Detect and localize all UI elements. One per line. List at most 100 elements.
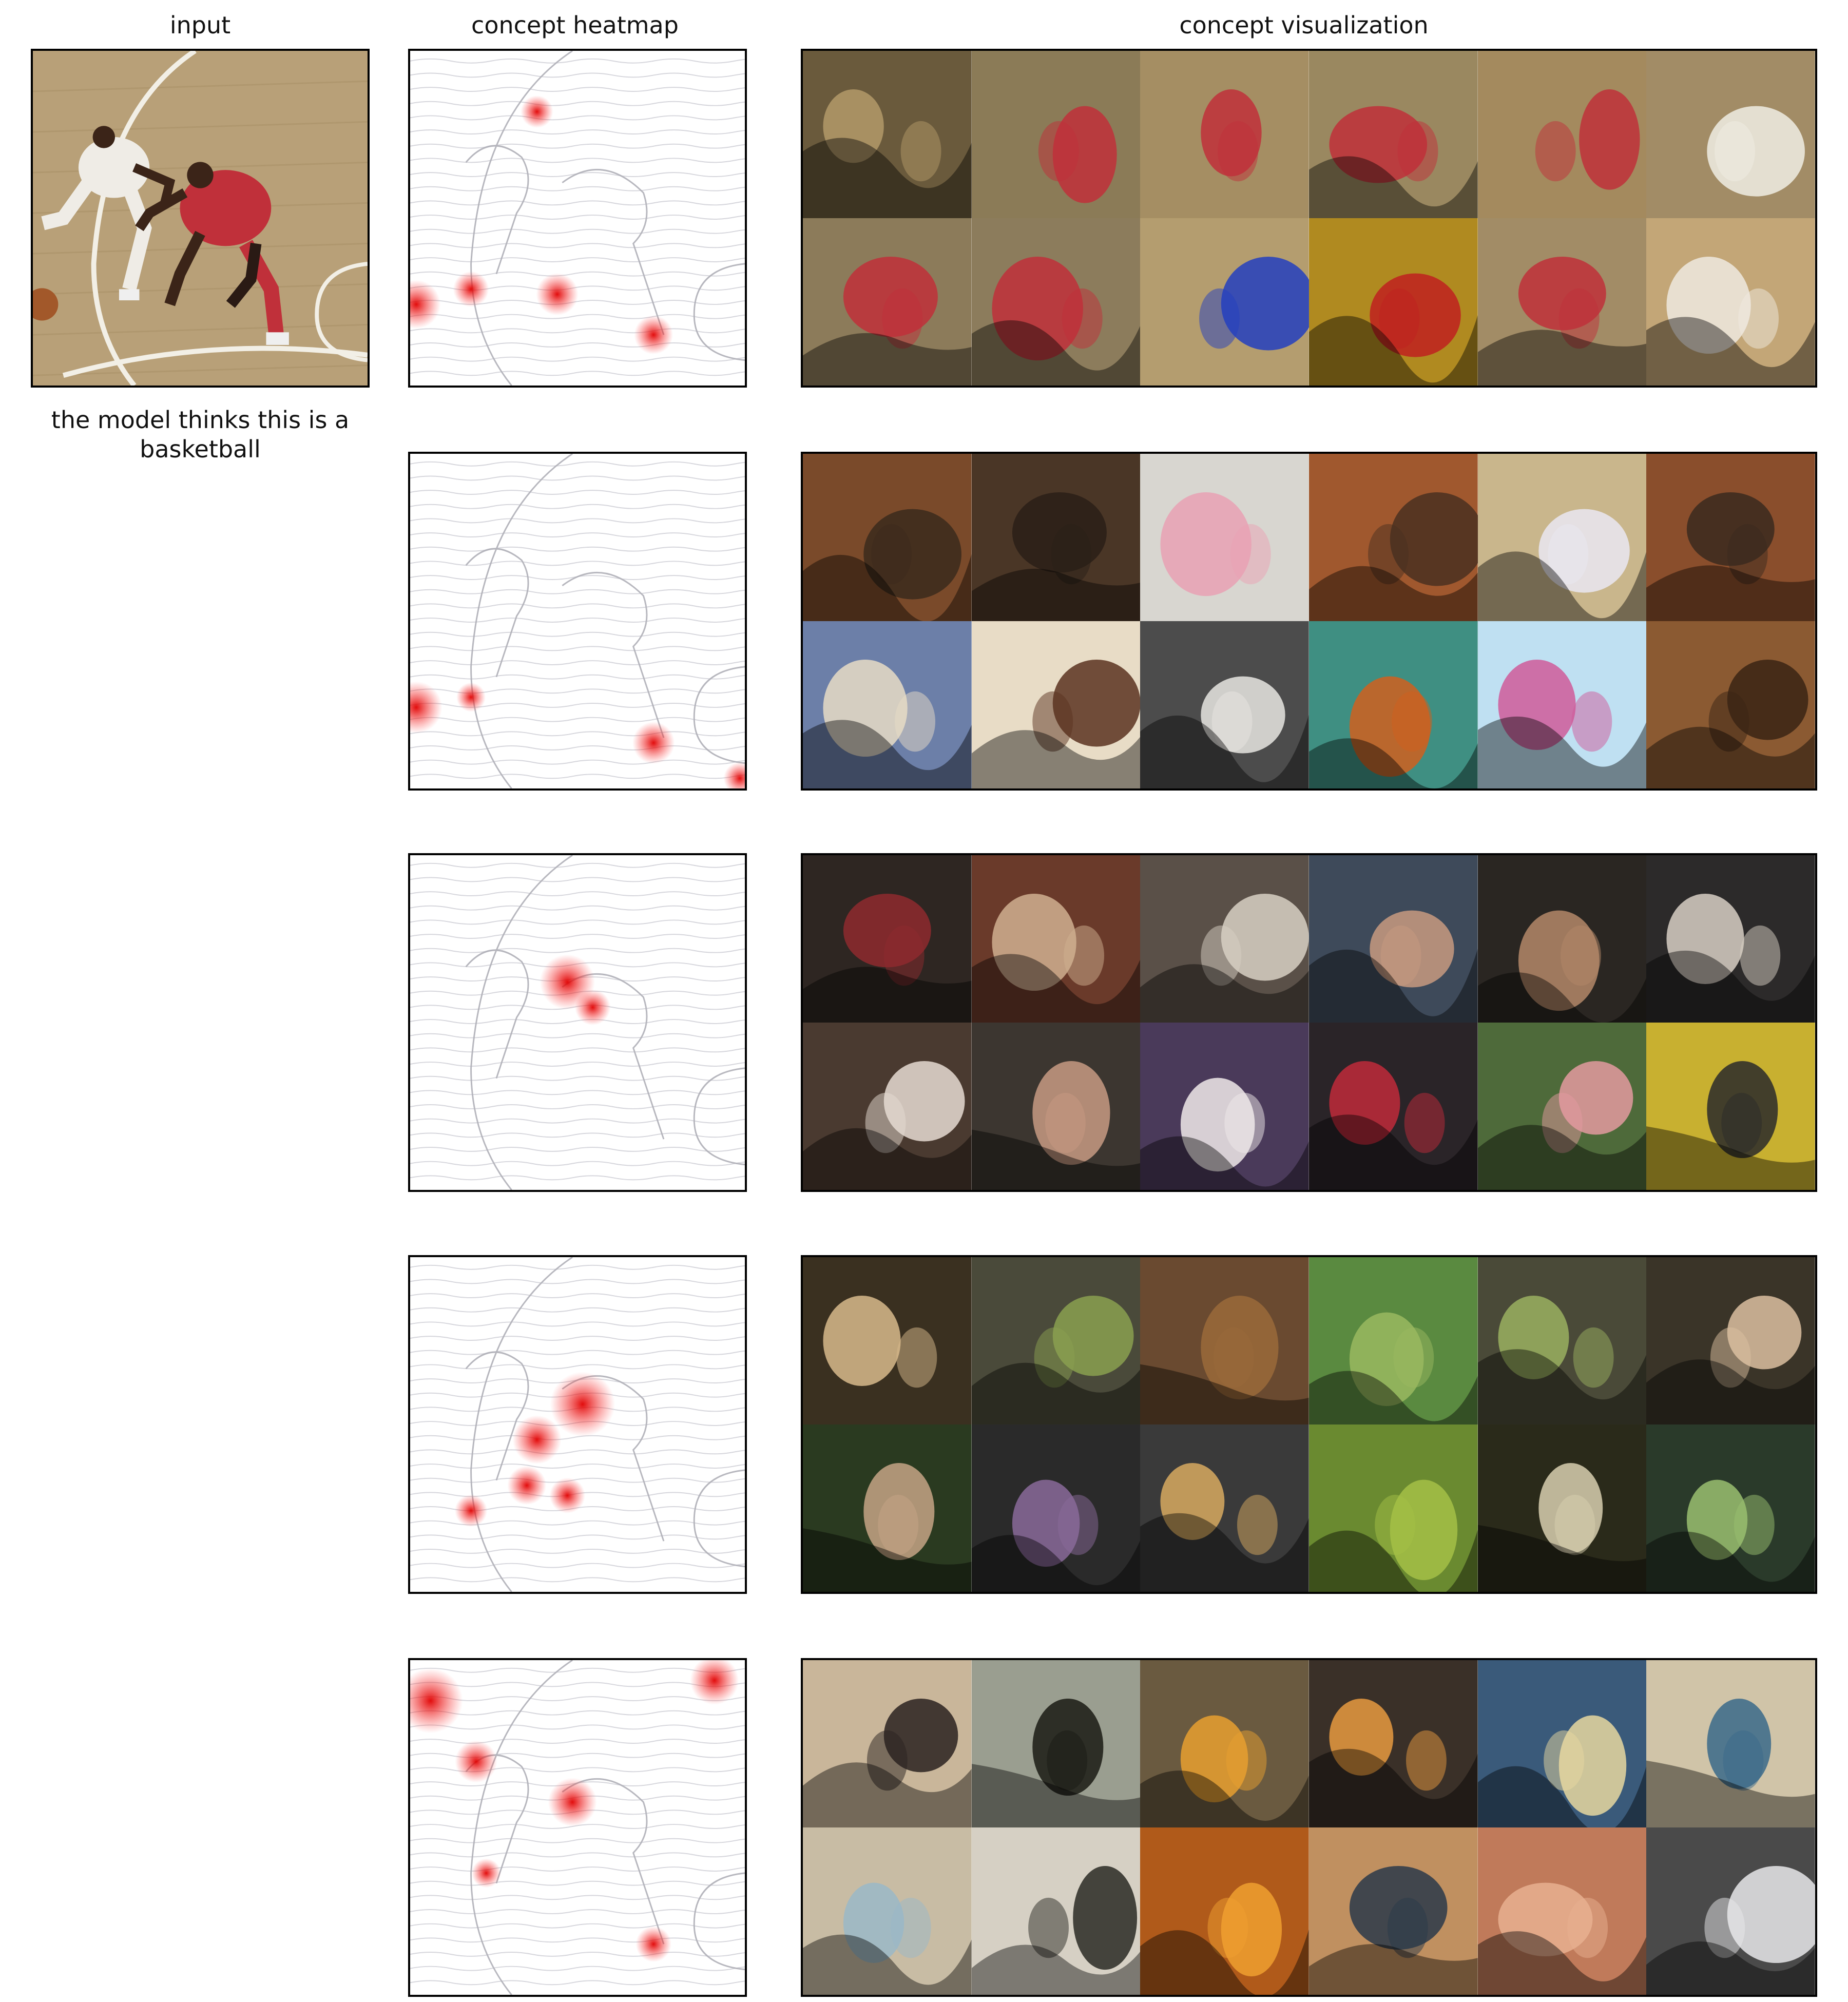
concept-example-tile	[803, 1827, 972, 1995]
concept-visualization-grid-5	[801, 1658, 1817, 1997]
concept-example-tile	[803, 1257, 972, 1424]
concept-tile-image	[803, 1023, 972, 1190]
concept-example-tile	[971, 621, 1141, 788]
concept-example-tile	[803, 218, 972, 386]
concept-example-tile	[803, 1660, 972, 1827]
concept-tile-image	[1140, 1827, 1309, 1995]
concept-example-tile	[971, 1257, 1141, 1424]
concept-tile-image	[1308, 1257, 1478, 1424]
concept-tile-image	[1308, 51, 1478, 218]
concept-tile-image	[1308, 1424, 1478, 1592]
concept-tile-image	[1140, 1023, 1309, 1190]
concept-tile-image	[1308, 855, 1478, 1023]
concept-heatmap-3	[408, 853, 747, 1192]
concept-tile-image	[971, 454, 1141, 621]
concept-tile-image	[1477, 1660, 1647, 1827]
concept-tile-image	[1308, 218, 1478, 386]
concept-tile-image	[1477, 454, 1647, 621]
concept-tile-image	[971, 51, 1141, 218]
concept-tile-image	[803, 1827, 972, 1995]
concept-example-tile	[1308, 855, 1478, 1023]
concept-example-tile	[971, 1660, 1141, 1827]
concept-tile-image	[1308, 454, 1478, 621]
concept-tile-image	[1477, 51, 1647, 218]
concept-example-tile	[1308, 454, 1478, 621]
concept-tile-image	[971, 218, 1141, 386]
concept-example-tile	[1477, 855, 1647, 1023]
concept-example-tile	[1646, 51, 1815, 218]
concept-tile-image	[1140, 51, 1309, 218]
concept-example-tile	[1308, 1424, 1478, 1592]
concept-example-tile	[971, 51, 1141, 218]
concept-tile-image	[1646, 51, 1815, 218]
heatmap-canvas	[410, 1257, 745, 1592]
concept-tile-image	[803, 51, 972, 218]
concept-example-tile	[1477, 1257, 1647, 1424]
heatmap-canvas	[410, 855, 745, 1190]
concept-tile-image	[1477, 1827, 1647, 1995]
concept-tile-image	[1308, 1660, 1478, 1827]
concept-example-tile	[1140, 1257, 1309, 1424]
concept-example-tile	[1646, 454, 1815, 621]
concept-heatmap-1	[408, 49, 747, 388]
concept-example-tile	[971, 218, 1141, 386]
visualization-column-header: concept visualization	[1179, 11, 1429, 39]
concept-example-tile	[1308, 621, 1478, 788]
concept-example-tile	[1140, 1424, 1309, 1592]
concept-tile-image	[971, 1660, 1141, 1827]
concept-example-tile	[803, 621, 972, 788]
concept-example-tile	[803, 51, 972, 218]
concept-heatmap-5	[408, 1658, 747, 1997]
concept-example-tile	[1477, 1827, 1647, 1995]
concept-example-tile	[1477, 51, 1647, 218]
concept-example-tile	[1477, 1023, 1647, 1190]
concept-tile-image	[971, 1257, 1141, 1424]
concept-example-tile	[1140, 218, 1309, 386]
concept-example-tile	[1646, 1827, 1815, 1995]
concept-example-tile	[1308, 1827, 1478, 1995]
concept-example-tile	[1140, 621, 1309, 788]
concept-example-tile	[1646, 1257, 1815, 1424]
concept-tile-image	[803, 1257, 972, 1424]
concept-tile-image	[1140, 1660, 1309, 1827]
concept-example-tile	[1646, 621, 1815, 788]
concept-tile-image	[1477, 1257, 1647, 1424]
concept-example-tile	[1140, 1660, 1309, 1827]
concept-example-tile	[971, 1424, 1141, 1592]
concept-tile-image	[1477, 1023, 1647, 1190]
concept-example-tile	[1308, 1257, 1478, 1424]
concept-tile-image	[1308, 621, 1478, 788]
concept-example-tile	[1308, 1660, 1478, 1827]
concept-tile-image	[1140, 1257, 1309, 1424]
concept-visualization-grid-4	[801, 1255, 1817, 1594]
concept-tile-image	[1477, 621, 1647, 788]
prediction-caption: the model thinks this is a basketball	[51, 406, 350, 463]
concept-tile-image	[803, 218, 972, 386]
concept-example-tile	[803, 855, 972, 1023]
concept-example-tile	[803, 1023, 972, 1190]
concept-example-tile	[1308, 1023, 1478, 1190]
concept-tile-image	[803, 454, 972, 621]
concept-tile-image	[971, 621, 1141, 788]
concept-example-tile	[1477, 218, 1647, 386]
concept-example-tile	[1477, 1660, 1647, 1827]
concept-tile-image	[1646, 1023, 1815, 1190]
concept-tile-image	[1140, 454, 1309, 621]
concept-example-tile	[1140, 1023, 1309, 1190]
basketball-players-image	[33, 51, 368, 386]
concept-example-tile	[803, 454, 972, 621]
concept-example-tile	[1646, 1424, 1815, 1592]
concept-tile-image	[971, 1023, 1141, 1190]
concept-example-tile	[971, 1827, 1141, 1995]
concept-tile-image	[971, 1424, 1141, 1592]
heatmap-canvas	[410, 51, 745, 386]
concept-heatmap-4	[408, 1255, 747, 1594]
concept-example-tile	[1140, 1827, 1309, 1995]
concept-tile-image	[1646, 1660, 1815, 1827]
concept-visualization-grid-3	[801, 853, 1817, 1192]
concept-tile-image	[1646, 1827, 1815, 1995]
concept-example-tile	[1140, 454, 1309, 621]
concept-example-tile	[971, 1023, 1141, 1190]
input-image	[31, 49, 370, 388]
concept-tile-image	[1477, 218, 1647, 386]
